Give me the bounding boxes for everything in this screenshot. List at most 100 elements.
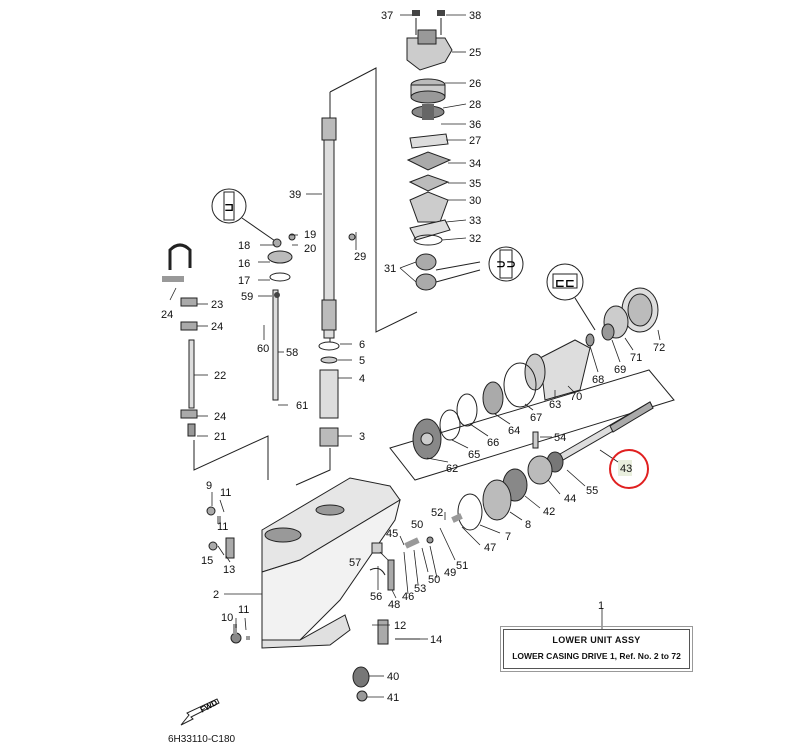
label-60: 60 — [257, 343, 269, 355]
label-72: 72 — [653, 342, 665, 354]
label-47: 47 — [484, 542, 496, 554]
label-9: 9 — [206, 480, 212, 492]
propeller-shaft — [502, 401, 654, 502]
label-62: 62 — [446, 463, 458, 475]
label-32: 32 — [469, 233, 481, 245]
label-14: 14 — [430, 634, 442, 646]
title-line-1: LOWER UNIT ASSY — [552, 635, 641, 645]
label-44: 44 — [564, 493, 576, 505]
label-29: 29 — [354, 251, 366, 263]
label-30: 30 — [469, 195, 481, 207]
drawing-code: 6H33110-C180 — [168, 734, 236, 745]
label-6: 6 — [359, 339, 365, 351]
label-49: 49 — [444, 567, 456, 579]
label-36: 36 — [469, 119, 481, 131]
label-39: 39 — [289, 189, 301, 201]
label-46: 46 — [402, 591, 414, 603]
label-50b: 50 — [428, 574, 440, 586]
label-65: 65 — [468, 449, 480, 461]
label-33: 33 — [469, 215, 481, 227]
label-5: 5 — [359, 355, 365, 367]
label-16: 16 — [238, 258, 250, 270]
label-20: 20 — [304, 243, 316, 255]
prop-shaft-housing-parts — [412, 287, 659, 460]
label-48: 48 — [388, 599, 400, 611]
label-61: 61 — [296, 400, 308, 412]
label-24b: 24 — [211, 321, 223, 333]
title-block: LOWER UNIT ASSY LOWER CASING DRIVE 1, Re… — [500, 626, 693, 672]
label-24a: 24 — [161, 309, 173, 321]
shift-rod-assembly — [162, 233, 356, 437]
label-11b: 11 — [217, 521, 228, 533]
label-69: 69 — [614, 364, 626, 376]
label-1: 1 — [598, 600, 604, 612]
label-38: 38 — [469, 10, 481, 22]
label-71: 71 — [630, 352, 642, 364]
label-56: 56 — [370, 591, 382, 603]
label-31: 31 — [384, 263, 396, 275]
label-51: 51 — [456, 560, 468, 572]
lower-fasteners — [206, 506, 420, 702]
label-55: 55 — [586, 485, 598, 497]
label-34: 34 — [469, 158, 481, 170]
label-8: 8 — [525, 519, 531, 531]
label-41: 41 — [387, 692, 399, 704]
svg-text:⊃⊃: ⊃⊃ — [496, 257, 516, 271]
leader-lines — [169, 14, 661, 698]
label-19: 19 — [304, 229, 316, 241]
label-4: 4 — [359, 373, 365, 385]
label-37: 37 — [381, 10, 393, 22]
label-11a: 11 — [220, 487, 231, 499]
highlight-circle — [609, 449, 649, 489]
label-64: 64 — [508, 425, 520, 437]
drive-shaft — [321, 117, 337, 339]
svg-text:⊏⊏: ⊏⊏ — [555, 276, 575, 290]
label-15: 15 — [201, 555, 213, 567]
label-2: 2 — [213, 589, 219, 601]
label-23: 23 — [211, 299, 223, 311]
label-24c: 24 — [214, 411, 226, 423]
svg-text:⊐: ⊐ — [224, 200, 234, 214]
label-52: 52 — [431, 507, 443, 519]
label-70: 70 — [570, 391, 582, 403]
label-58: 58 — [286, 347, 298, 359]
seal-orientation-inset-right: ⊃⊃ — [488, 246, 524, 282]
label-35: 35 — [469, 178, 481, 190]
water-pump-assembly — [406, 10, 481, 291]
label-27: 27 — [469, 135, 481, 147]
label-68: 68 — [592, 374, 604, 386]
label-11c: 11 — [238, 604, 249, 616]
label-12: 12 — [394, 620, 406, 632]
label-54: 54 — [554, 432, 566, 444]
label-59: 59 — [241, 291, 253, 303]
label-17: 17 — [238, 275, 250, 287]
label-50a: 50 — [411, 519, 423, 531]
label-53: 53 — [414, 583, 426, 595]
label-67: 67 — [530, 412, 542, 424]
label-7: 7 — [505, 531, 511, 543]
label-42: 42 — [543, 506, 555, 518]
label-13: 13 — [223, 564, 235, 576]
drive-shaft-bushings — [318, 341, 340, 447]
label-57: 57 — [349, 557, 361, 569]
label-10: 10 — [221, 612, 233, 624]
lower-casing — [261, 477, 401, 649]
fwd-arrow-icon: FWD — [179, 697, 223, 732]
forward-gear-parts — [369, 479, 512, 591]
label-18: 18 — [238, 240, 250, 252]
label-45: 45 — [386, 528, 398, 540]
title-line-2: LOWER CASING DRIVE 1, Ref. No. 2 to 72 — [512, 651, 681, 661]
label-26: 26 — [469, 78, 481, 90]
label-66: 66 — [487, 437, 499, 449]
label-25: 25 — [469, 47, 481, 59]
seal-orientation-inset-left: ⊐ — [211, 188, 279, 244]
label-28: 28 — [469, 99, 481, 111]
part-number-labels: 37 38 25 26 28 36 27 34 35 30 33 32 31 3… — [161, 10, 665, 704]
label-63: 63 — [549, 399, 561, 411]
label-40: 40 — [387, 671, 399, 683]
label-3: 3 — [359, 431, 365, 443]
label-43: 43 — [620, 463, 632, 475]
label-22: 22 — [214, 370, 226, 382]
label-21: 21 — [214, 431, 226, 443]
